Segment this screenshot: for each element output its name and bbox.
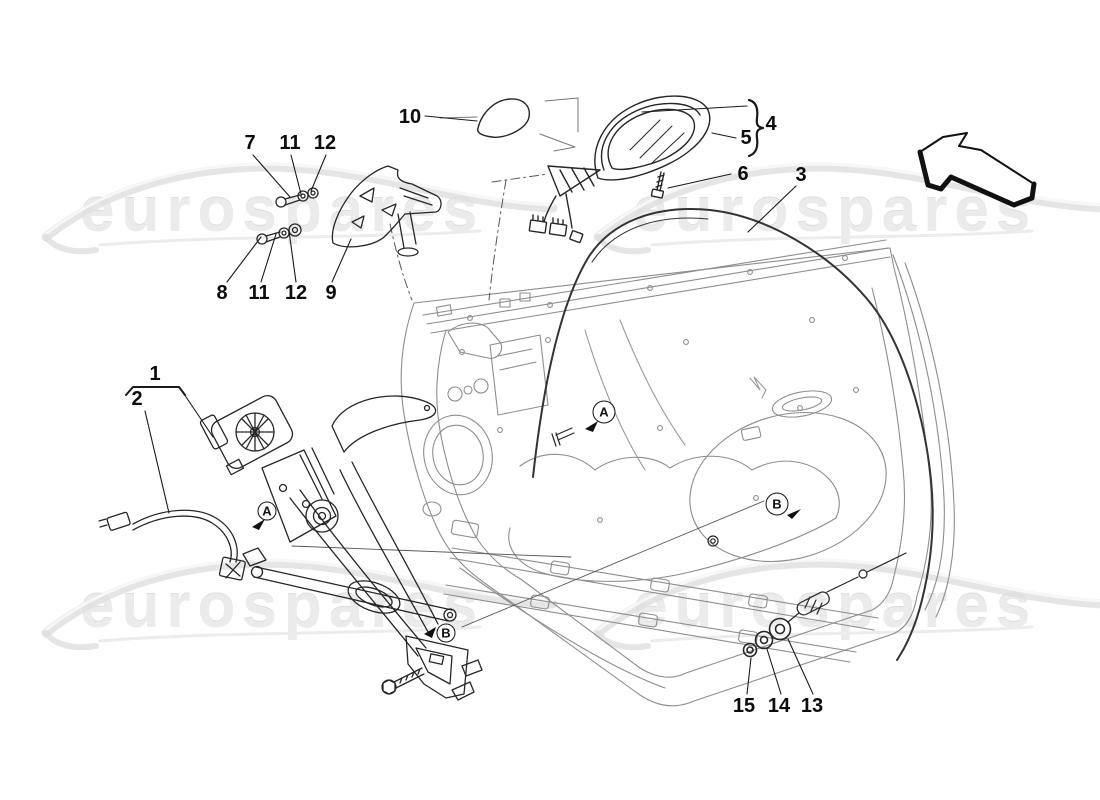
view-marker-B: B (765, 492, 789, 516)
view-marker-B: B (436, 623, 456, 643)
part-label-8: 8 (216, 282, 228, 304)
cable-end-drawing (551, 427, 907, 658)
window-regulator-drawing (199, 395, 483, 701)
part-label-3: 3 (795, 164, 807, 186)
part-label-11: 11 (248, 282, 270, 304)
direction-arrow-icon (917, 132, 1037, 208)
part-label-5: 5 (740, 127, 752, 149)
view-marker-A: A (592, 400, 616, 424)
part-label-6: 6 (737, 163, 749, 185)
part-label-4: 4 (765, 113, 777, 135)
regulator-cable-drawing (98, 509, 246, 581)
mirror-assembly-drawing (528, 95, 711, 244)
view-marker-A: A (257, 501, 277, 521)
part-label-15: 15 (732, 695, 756, 717)
part-label-7: 7 (244, 132, 256, 154)
part-label-1: 1 (149, 363, 161, 385)
mirror-bracket-drawing (256, 165, 442, 257)
part-label-13: 13 (800, 695, 824, 717)
part-label-10: 10 (398, 106, 422, 128)
part-label-11: 11 (279, 132, 301, 154)
part-label-2: 2 (131, 388, 143, 410)
part-label-14: 14 (767, 695, 791, 717)
leader-lines (125, 98, 814, 695)
part-label-12: 12 (284, 282, 308, 304)
part-label-9: 9 (325, 282, 337, 304)
part-label-12: 12 (313, 132, 337, 154)
construction-lines (291, 173, 765, 628)
